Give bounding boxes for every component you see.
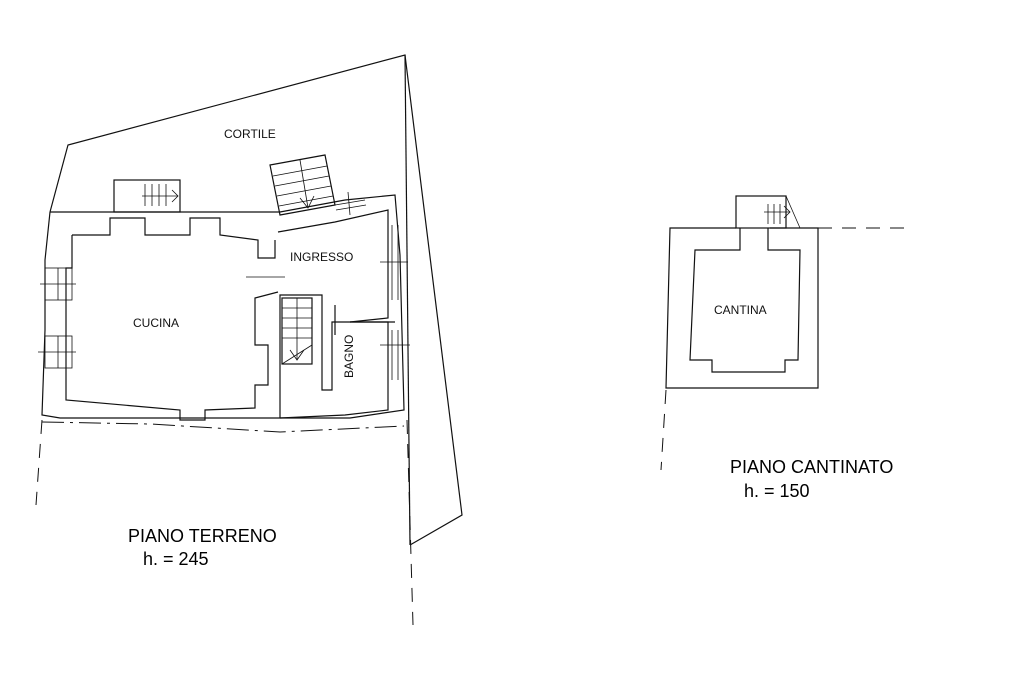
right-windows [334,191,410,380]
building-outer-wall [41,194,405,419]
room-label-bagno: BAGNO [342,335,356,378]
entrance-stair [269,154,336,216]
ground-floor-height: h. = 245 [143,549,209,569]
cantina-dashed-left [660,389,667,471]
room-label-cantina: CANTINA [714,303,767,317]
room-label-cucina: CUCINA [133,316,179,330]
ground-floor-title: PIANO TERRENO [128,526,277,546]
ingresso-inner-wall [277,209,389,323]
cantina-stair [735,195,801,229]
lot-boundary-right [404,54,411,546]
cantina-outer-wall [665,227,819,389]
basement-floor-height: h. = 150 [744,481,810,501]
property-line-right [406,419,414,626]
property-line-dashdot [41,421,405,433]
room-label-cortile: CORTILE [224,127,276,141]
property-line-left [35,419,43,506]
ground-floor-plan: CORTILE INGRESSO CUCINA BAGNO PIANO TERR… [35,54,463,626]
cucina-inner-wall [72,217,276,259]
bagno-inner-wall [279,294,389,419]
cucina-inner-wall-lower [65,235,279,421]
basement-floor-plan: CANTINA PIANO CANTINATO h. = 150 [660,195,905,501]
outer-stair [113,179,181,213]
cantina-inner-wall [689,228,801,373]
inner-stair [281,297,313,365]
room-label-ingresso: INGRESSO [290,250,353,264]
left-windows [38,267,76,369]
basement-floor-title: PIANO CANTINATO [730,457,893,477]
